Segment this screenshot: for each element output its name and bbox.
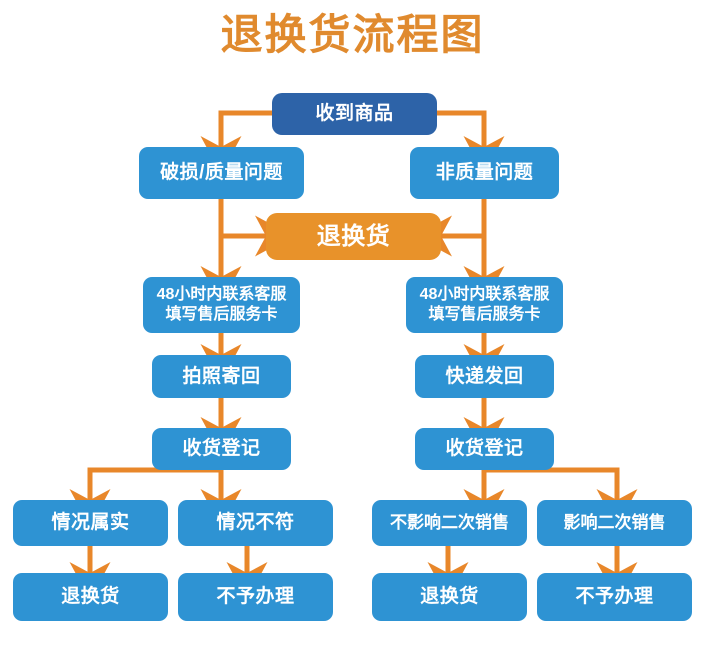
- node-outcome-return-left[interactable]: 退换货: [13, 573, 168, 621]
- node-outcome-refuse-left[interactable]: 不予办理: [178, 573, 333, 621]
- contact-service-right-line1: 48小时内联系客服: [419, 286, 550, 303]
- contact-service-left-line1: 48小时内联系客服: [156, 286, 287, 303]
- node-damaged-or-quality-issue[interactable]: 破损/质量问题: [139, 147, 304, 199]
- node-situation-true[interactable]: 情况属实: [13, 500, 168, 546]
- node-impact-on-resale[interactable]: 影响二次销售: [537, 500, 692, 546]
- node-no-impact-on-resale[interactable]: 不影响二次销售: [372, 500, 527, 546]
- page-title: 退换货流程图: [220, 11, 485, 58]
- node-receipt-register-right[interactable]: 收货登记: [415, 428, 554, 470]
- node-photo-and-send-back[interactable]: 拍照寄回: [152, 355, 291, 398]
- node-contact-service-left[interactable]: 48小时内联系客服 填写售后服务卡: [143, 277, 300, 333]
- contact-service-left-line2: 填写售后服务卡: [165, 306, 278, 323]
- node-situation-false[interactable]: 情况不符: [178, 500, 333, 546]
- node-received-goods[interactable]: 收到商品: [272, 93, 437, 135]
- node-outcome-refuse-right[interactable]: 不予办理: [537, 573, 692, 621]
- contact-service-right-line2: 填写售后服务卡: [428, 306, 541, 323]
- node-non-quality-issue[interactable]: 非质量问题: [410, 147, 559, 199]
- node-outcome-return-right[interactable]: 退换货: [372, 573, 527, 621]
- node-return-exchange[interactable]: 退换货: [266, 213, 441, 260]
- node-express-send-back[interactable]: 快递发回: [415, 355, 554, 398]
- node-contact-service-right[interactable]: 48小时内联系客服 填写售后服务卡: [406, 277, 563, 333]
- node-receipt-register-left[interactable]: 收货登记: [152, 428, 291, 470]
